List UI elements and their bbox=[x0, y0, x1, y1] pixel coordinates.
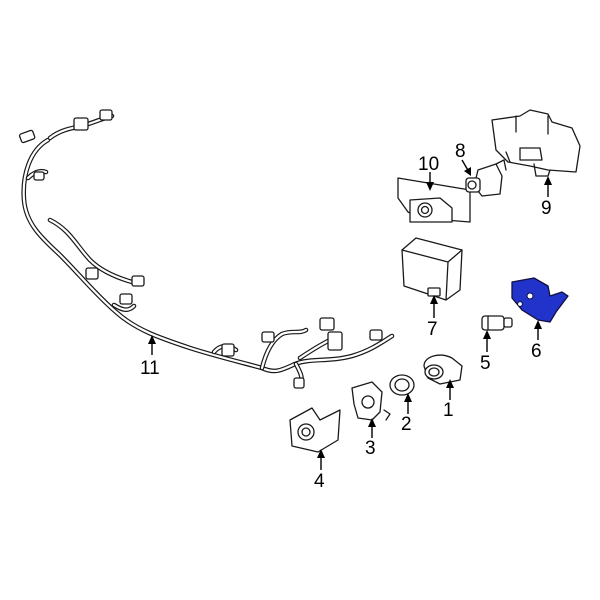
callout-9: 9 bbox=[541, 198, 552, 219]
callout-8: 8 bbox=[455, 141, 466, 162]
callout-7: 7 bbox=[427, 319, 438, 340]
camera-bracket[interactable] bbox=[397, 177, 471, 223]
callout-3: 3 bbox=[365, 438, 376, 459]
rear-camera[interactable] bbox=[465, 159, 507, 197]
control-module[interactable] bbox=[401, 237, 463, 301]
sensor-retainer[interactable] bbox=[351, 381, 391, 421]
callout-4: 4 bbox=[314, 471, 325, 492]
sensor-ring[interactable] bbox=[389, 374, 415, 396]
callout-10: 10 bbox=[418, 154, 439, 175]
callout-11: 11 bbox=[140, 358, 160, 379]
callout-labels: 1 2 3 4 5 6 7 8 9 10 11 bbox=[140, 141, 552, 492]
callout-2: 2 bbox=[401, 414, 412, 435]
callout-6: 6 bbox=[531, 341, 542, 362]
sensor-bracket-highlighted[interactable] bbox=[511, 277, 569, 323]
sensor-plug[interactable] bbox=[481, 315, 513, 331]
leader-lines bbox=[148, 159, 552, 470]
callout-1: 1 bbox=[443, 400, 454, 421]
mounting-plate[interactable] bbox=[491, 109, 581, 177]
parking-sensor[interactable] bbox=[423, 354, 463, 385]
callout-5: 5 bbox=[480, 353, 491, 374]
sensor-holder[interactable] bbox=[289, 407, 341, 453]
wiring-harness[interactable] bbox=[18, 109, 395, 389]
